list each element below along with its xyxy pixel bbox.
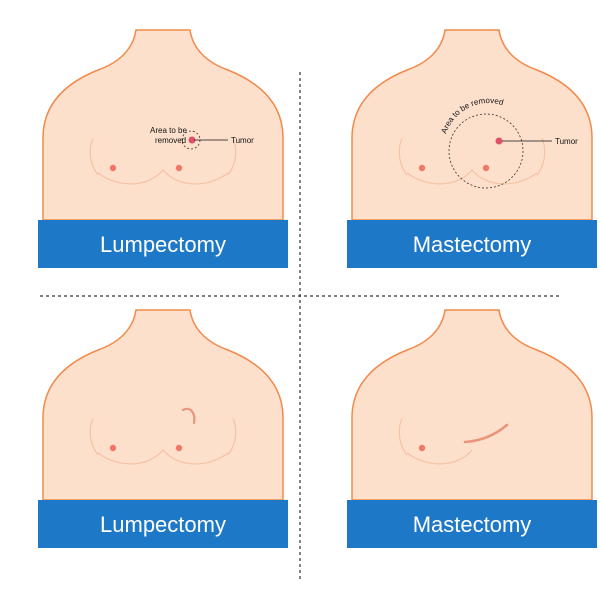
- panel-mastectomy-after: Mastectomy: [347, 309, 597, 548]
- area-annotation-line1: Area to be: [150, 126, 187, 135]
- tumor-annotation: Tumor: [555, 137, 578, 146]
- panel-label: Lumpectomy: [100, 512, 226, 537]
- nipple-right: [482, 164, 490, 172]
- area-annotation-line2: removed: [155, 136, 186, 145]
- surgical-scar: [181, 407, 196, 425]
- panel-lumpectomy-after: Lumpectomy: [38, 309, 288, 548]
- panel-lumpectomy-before: Area to be removed Tumor Lumpectomy: [38, 29, 288, 268]
- area-to-remove-circle: [448, 113, 524, 189]
- banner: [347, 220, 597, 268]
- nipple-left: [418, 164, 426, 172]
- banner: [38, 500, 288, 548]
- nipple-left: [418, 444, 426, 452]
- surgical-scar: [463, 423, 509, 444]
- banner: [38, 220, 288, 268]
- nipple-left: [109, 444, 117, 452]
- tumor-annotation: Tumor: [231, 136, 254, 145]
- panel-mastectomy-before: Area to be removed Tumor Mastectomy: [347, 29, 597, 268]
- banner: [347, 500, 597, 548]
- panel-label: Mastectomy: [413, 512, 532, 537]
- nipple-left: [109, 164, 117, 172]
- nipple-right: [175, 164, 183, 172]
- tumor-dot: [495, 137, 503, 145]
- nipple-right: [175, 444, 183, 452]
- tumor-dot: [188, 136, 196, 144]
- panel-label: Mastectomy: [413, 232, 532, 257]
- panel-label: Lumpectomy: [100, 232, 226, 257]
